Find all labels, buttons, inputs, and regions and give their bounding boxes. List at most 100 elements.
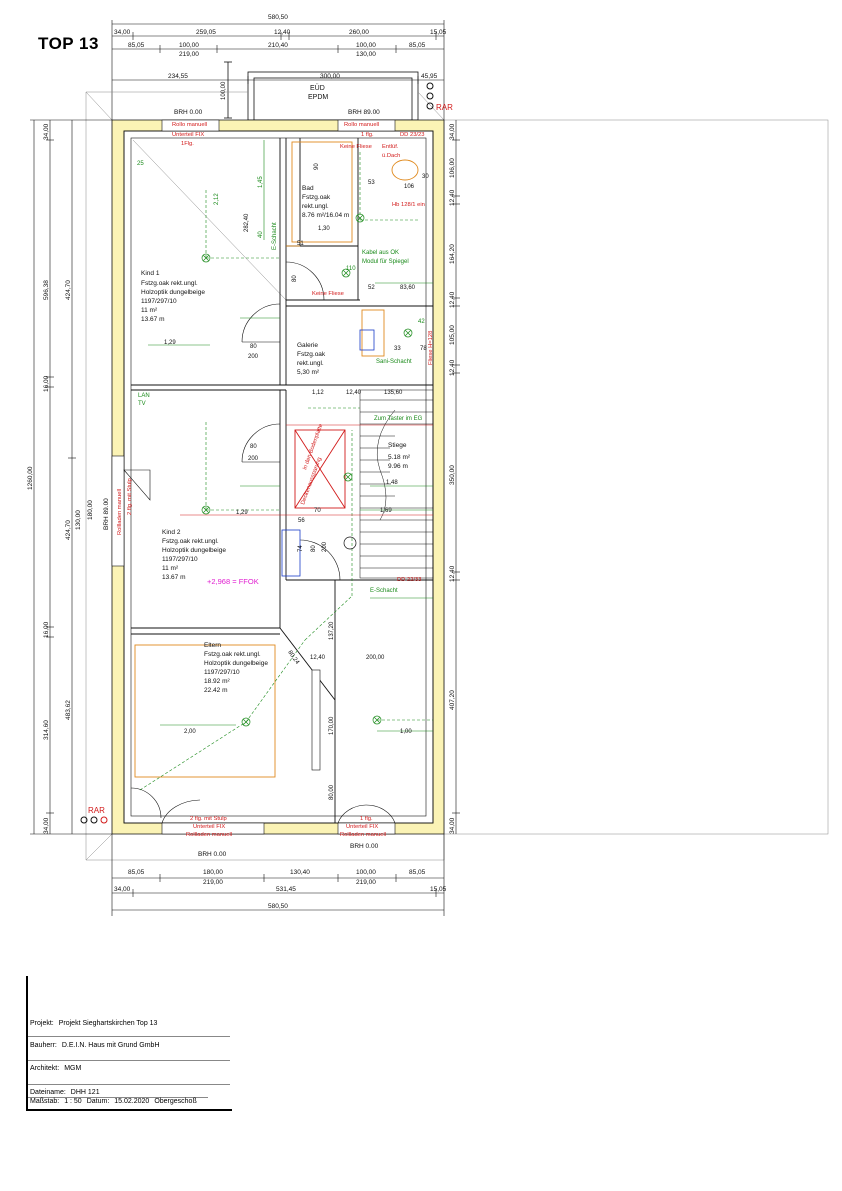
dim-left-c3-3: 180,00: [87, 500, 94, 520]
dim-right-2: 12,40: [449, 189, 456, 206]
bath-blue: [281, 329, 375, 577]
datum-value: 15.02.2020: [114, 1098, 150, 1105]
dim-top-r1-1: 259,05: [196, 29, 216, 36]
label-brh-top-left: BRH 0.00: [174, 109, 203, 116]
dim-right-5: 105,00: [449, 325, 456, 345]
idim-7: 200: [322, 541, 328, 552]
room-stiege-name: Stiege: [388, 442, 407, 449]
massstab-value: 1 : 50: [64, 1098, 82, 1105]
title-block-line: [28, 1097, 208, 1098]
note-dd22: DD 22/33: [397, 577, 422, 583]
idim-15: 80: [311, 545, 317, 552]
room-kind2-finish: Holzoptik dungelbeige: [162, 547, 226, 554]
dim-top-r2-sub-0: 219,00: [179, 51, 199, 58]
right-dimensions: 34,00 106,00 12,40 164,20 12,40 105,00 1…: [449, 120, 460, 834]
idim-14: 74: [298, 545, 304, 552]
note-rollladen-bot-l: Rollladen manuell: [186, 832, 232, 838]
idim-38: 40: [258, 231, 264, 238]
room-stiege-area: 5.18 m²: [388, 454, 411, 461]
note-2flg-bot: 2 flg. mit Stulp: [190, 816, 227, 822]
room-galerie-name: Galerie: [297, 342, 318, 349]
room-kind2-area: 11 m²: [162, 565, 179, 572]
dim-left-c3-2: 16,00: [43, 375, 50, 392]
idim-17: 83,60: [400, 285, 416, 291]
room-kind1-area: 11 m²: [141, 307, 158, 314]
dim-left-outer: 1260,00: [27, 466, 34, 490]
label-euo: EÜD: [310, 84, 325, 92]
dim-top-r2-1: 100,00: [179, 42, 199, 49]
room-kind1-perim: 13.67 m: [141, 316, 165, 323]
staircase: [359, 389, 434, 579]
note-1flg-bot: 1 flg.: [360, 816, 373, 822]
room-kind2-perim: 13.67 m: [162, 574, 186, 581]
bauherr-key: Bauherr:: [30, 1042, 57, 1049]
dim-top-overall: 580,50: [268, 14, 288, 21]
dateiname-row: Dateiname:DHH 121: [30, 1089, 100, 1096]
dim-left-c3-8: 34,00: [43, 817, 50, 834]
idim-5: 1,69: [380, 508, 392, 514]
dim-left-c3-0: 34,00: [43, 123, 50, 140]
dim-bot-r2-0: 34,00: [114, 886, 131, 893]
label-brh-top-right: BRH 89.00: [348, 109, 380, 116]
note-unterteil-1: Unterteil FIX: [172, 132, 204, 138]
dim-bot-r1-2: 130,40: [290, 869, 310, 876]
label-brh-bottom-left: BRH 0.00: [198, 851, 227, 858]
note-rollladen-left: Rollladen manuell: [117, 489, 123, 535]
idim-23: 12,40: [310, 655, 326, 661]
note-entluf: Entlüf.: [382, 144, 399, 150]
idim-27: 2,00: [184, 729, 196, 735]
room-eltern-area: 18.92 m²: [204, 678, 230, 685]
note-unterteil-bot-r: Unterteil FIX: [346, 824, 378, 830]
note-2flg-stulp: 2 flg. mit Stulp: [127, 478, 133, 515]
room-kind1-code: 1197/297/10: [141, 298, 177, 305]
room-eltern-floor: Fstzg.oak rekt.ungl.: [204, 651, 261, 658]
dateiname-key: Dateiname:: [30, 1089, 66, 1096]
dim-left-c3-1: 596,38: [43, 280, 50, 300]
idim-22: 200,00: [366, 655, 385, 661]
room-stiege-perim: 9.96 m: [388, 463, 408, 470]
note-kabel: Kabel aus OK: [362, 250, 399, 256]
idim-30: 90: [314, 163, 320, 170]
dim-bot-r2-1: 531,45: [276, 886, 296, 893]
idim-11: 200: [248, 456, 259, 462]
dim-right-3: 164,20: [449, 244, 456, 264]
note-sani: Sani-Schacht: [376, 359, 412, 365]
idim-40: 42: [418, 319, 425, 325]
note-dd23: DD 23/23: [400, 132, 425, 138]
idim-36: 2,12: [214, 193, 220, 205]
dim-bot-r2-2: 15,05: [430, 886, 447, 893]
dim-right-6: 12,40: [449, 359, 456, 376]
room-bad-floor: Fstzg.oak: [302, 194, 331, 201]
note-fliese-h128: Fliese H=128: [428, 331, 434, 365]
dim-left-c2-1: 424,70: [65, 520, 72, 540]
bauherr-value: D.E.I.N. Haus mit Grund GmbH: [61, 1042, 160, 1049]
room-bad-area: 8.76 m²/16.04 m: [302, 212, 349, 219]
dim-top-r1-0: 34,00: [114, 29, 131, 36]
roof-outline: [85, 91, 829, 861]
dim-top-r1-2: 12,40: [274, 29, 291, 36]
green-notes: E-Schacht Kabel aus OK Modul für Spiegel…: [138, 222, 423, 594]
idim-41: 110: [346, 266, 356, 272]
bathroom-fixtures: [134, 141, 419, 778]
electrical-solid: [148, 140, 433, 732]
note-keine-fliese-bad: Keine Fliese: [340, 144, 372, 150]
dim-top-r2-sub-1: 130,00: [356, 51, 376, 58]
dim-bot-r1-sub-1: 219,00: [356, 879, 376, 886]
dim-top-r1-4: 15,05: [430, 29, 447, 36]
note-tv: TV: [138, 401, 146, 407]
dim-top-r2-2: 210,40: [268, 42, 288, 49]
dim-bot-r1-1: 180,00: [203, 869, 223, 876]
exterior-walls: [111, 119, 445, 835]
dim-bot-r1-sub-0: 219,00: [203, 879, 223, 886]
idim-0: 282,40: [244, 213, 250, 232]
title-block-line: [28, 1084, 230, 1085]
idim-24: 137,20: [329, 621, 335, 640]
room-galerie-finish: rekt.ungl.: [297, 360, 324, 367]
dim-left-c2-0: 424,70: [65, 280, 72, 300]
note-modul: Modul für Spiegel: [362, 259, 409, 265]
note-ue-dach: ü.Dach: [382, 153, 400, 159]
dim-top-r3-0: 234,55: [168, 73, 188, 80]
massstab-key: Maßstab:: [30, 1098, 60, 1105]
room-bad-name: Bad: [302, 185, 314, 192]
